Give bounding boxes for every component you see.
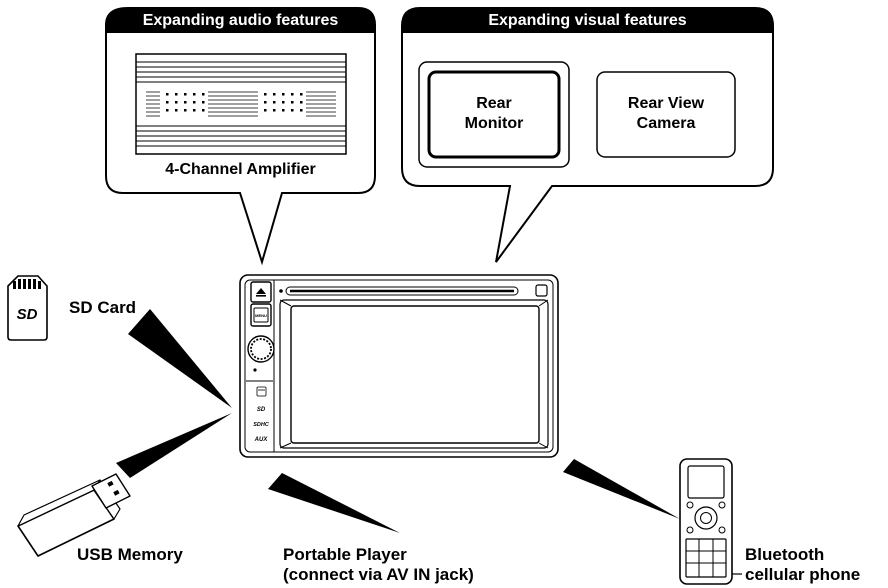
rear-camera-line-1: Rear View <box>627 95 705 112</box>
usb-wedge <box>116 413 232 478</box>
amplifier-icon <box>135 53 347 155</box>
usb-memory-icon <box>17 473 131 557</box>
usb-memory-label: USB Memory <box>77 545 183 564</box>
bluetooth-phone-line-1: Bluetooth <box>745 545 825 564</box>
phone-wedge <box>563 459 680 519</box>
eject-icon <box>256 288 266 297</box>
bluetooth-phone-label: Bluetooth cellular phone <box>745 545 860 585</box>
rear-monitor-line-2: Monitor <box>464 115 524 132</box>
rear-monitor-icon <box>418 61 570 168</box>
sd-wedge <box>128 309 232 408</box>
rear-camera-label: Rear View Camera <box>597 94 735 134</box>
rear-camera-icon <box>596 71 736 158</box>
rear-monitor-label: Rear Monitor <box>429 94 559 134</box>
svg-text:SD: SD <box>257 407 266 413</box>
cellular-phone-icon <box>679 458 742 585</box>
portable-player-line-2: (connect via AV IN jack) <box>283 565 474 584</box>
svg-text:SDHC: SDHC <box>253 422 270 428</box>
portable-player-line-1: Portable Player <box>283 545 407 564</box>
portable-player-label: Portable Player (connect via AV IN jack) <box>283 545 474 585</box>
bluetooth-phone-line-2: cellular phone <box>745 565 861 584</box>
svg-text:AUX: AUX <box>254 437 269 443</box>
audio-bubble-header: Expanding audio features <box>142 12 339 29</box>
rear-monitor-line-1: Rear <box>476 95 512 112</box>
rear-camera-line-2: Camera <box>636 115 696 132</box>
svg-text:SD: SD <box>17 306 38 323</box>
visual-bubble-header: Expanding visual features <box>488 12 687 29</box>
amplifier-label: 4-Channel Amplifier <box>165 161 316 178</box>
player-wedge <box>268 473 400 533</box>
connection-wedges <box>116 309 680 533</box>
sd-card-icon: SD <box>7 275 48 341</box>
sd-card-label: SD Card <box>69 298 137 317</box>
head-unit-icon: MENU SD SDHC AUX <box>239 274 559 458</box>
menu-button-label: MENU <box>255 313 267 318</box>
